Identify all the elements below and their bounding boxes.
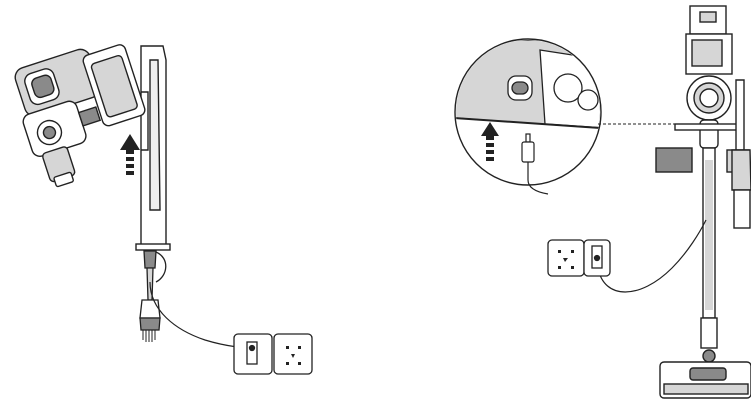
insert-arrows-icon [120, 134, 140, 175]
right-panel-stick-charging [454, 5, 751, 399]
dc-plug-icon [521, 133, 549, 195]
left-panel-wall-mount-charging [14, 44, 313, 375]
floor-brush-head-icon [659, 361, 751, 399]
power-outlet-icon [547, 239, 611, 277]
crevice-brush-tool-icon [139, 250, 167, 342]
power-outlet-icon [233, 333, 313, 375]
charging-cable-icon [597, 219, 707, 293]
magnifier-detail-icon [454, 38, 602, 195]
charging-port-icon [507, 75, 533, 101]
insert-arrows-icon [481, 122, 499, 161]
handheld-vacuum-icon [14, 44, 146, 188]
wall-mount-bracket-icon [135, 45, 171, 251]
stick-vacuum-on-mount-icon [655, 5, 751, 363]
